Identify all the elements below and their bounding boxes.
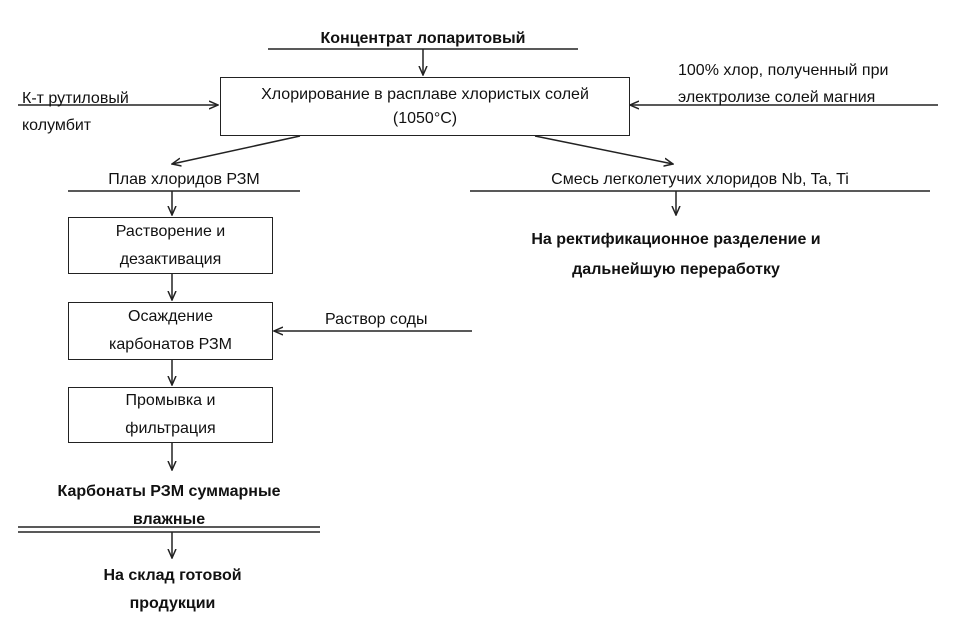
rutile-line1: К-т рутиловый bbox=[22, 90, 129, 107]
chlorination-line1: Хлорирование в расплаве хлористых солей bbox=[261, 85, 589, 103]
carbonates-label: Карбонаты РЗМ суммарные влажные bbox=[18, 478, 320, 534]
precipitation-box: Осаждение карбонатов РЗМ bbox=[68, 302, 273, 360]
rectification-line2: дальнейшую переработку bbox=[572, 261, 780, 278]
arrow-chlorination-to-melt bbox=[172, 135, 301, 164]
dissolution-box: Растворение и дезактивация bbox=[68, 217, 273, 274]
chlorination-line2: (1050°С) bbox=[392, 109, 458, 127]
warehouse-line2: продукции bbox=[129, 595, 216, 612]
chlorine-line1: 100% хлор, полученный при bbox=[678, 62, 889, 79]
soda-solution-label: Раствор соды bbox=[325, 311, 428, 328]
washing-line1: Промывка и bbox=[125, 392, 216, 409]
carbonates-line2: влажные bbox=[132, 511, 206, 528]
precipitation-line1: Осаждение bbox=[128, 308, 213, 325]
rutile-input-label: К-т рутиловый колумбит bbox=[22, 85, 129, 139]
chlorine-input-label: 100% хлор, полученный при электролизе со… bbox=[678, 57, 888, 111]
chlorine-line2: электролизе солей магния bbox=[678, 89, 876, 106]
dissolution-line1: Растворение и bbox=[115, 222, 226, 240]
rectification-label: На ректификационное разделение и дальней… bbox=[480, 225, 872, 285]
rare-earth-melt-label: Плав хлоридов РЗМ bbox=[108, 171, 260, 188]
washing-box: Промывка и фильтрация bbox=[68, 387, 273, 443]
washing-line2: фильтрация bbox=[125, 420, 216, 437]
volatile-chlorides-label: Смесь легколетучих хлоридов Nb, Ta, Ti bbox=[551, 171, 849, 188]
dissolution-line2: дезактивация bbox=[119, 250, 222, 268]
carbonates-line1: Карбонаты РЗМ суммарные bbox=[57, 483, 281, 500]
rectification-line1: На ректификационное разделение и bbox=[531, 231, 821, 248]
rutile-line2: колумбит bbox=[22, 117, 92, 134]
concentrate-label: Концентрат лопаритовый bbox=[320, 30, 526, 47]
warehouse-label: На склад готовой продукции bbox=[60, 562, 285, 618]
precipitation-line2: карбонатов РЗМ bbox=[109, 336, 232, 353]
chlorination-box: Хлорирование в расплаве хлористых солей … bbox=[220, 77, 630, 136]
arrow-chlorination-to-volatile bbox=[534, 135, 673, 164]
warehouse-line1: На склад готовой bbox=[103, 567, 242, 584]
